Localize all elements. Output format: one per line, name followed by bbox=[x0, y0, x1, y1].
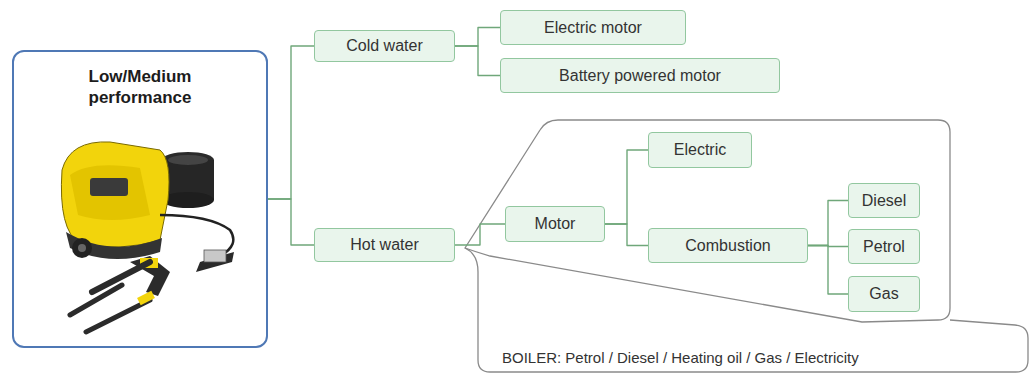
box-label: Battery powered motor bbox=[559, 67, 721, 85]
pressure-washer bbox=[61, 142, 234, 332]
tree-box: Combustion bbox=[648, 228, 808, 263]
tree-box: Battery powered motor bbox=[500, 58, 780, 93]
boiler-group-outline bbox=[465, 248, 1028, 372]
tree-box: Gas bbox=[848, 276, 920, 312]
category-panel: Low/Medium performance bbox=[12, 50, 268, 348]
tree-connector bbox=[455, 28, 500, 47]
tree-connector bbox=[605, 150, 648, 224]
tree-box: Electric motor bbox=[500, 10, 686, 45]
tree-connector bbox=[808, 246, 848, 295]
tree-box: Cold water bbox=[314, 30, 455, 62]
box-label: Diesel bbox=[862, 192, 906, 210]
tree-box: Diesel bbox=[848, 183, 920, 218]
tree-connector bbox=[268, 199, 314, 245]
box-label: Combustion bbox=[685, 237, 770, 255]
panel-heading: Low/Medium performance bbox=[70, 66, 210, 109]
tree-box: Motor bbox=[505, 206, 605, 242]
tree-connector bbox=[268, 46, 314, 199]
tree-connector bbox=[455, 224, 505, 245]
tree-connector bbox=[605, 224, 648, 246]
box-label: Electric bbox=[674, 141, 726, 159]
box-label: Motor bbox=[535, 215, 576, 233]
box-label: Electric motor bbox=[544, 19, 642, 37]
box-label: Hot water bbox=[350, 236, 418, 254]
tree-connector bbox=[455, 46, 500, 76]
motor-group-outline bbox=[465, 120, 950, 322]
tree-box: Hot water bbox=[314, 228, 455, 262]
group-note: BOILER: Petrol / Diesel / Heating oil / … bbox=[502, 349, 859, 366]
box-label: Cold water bbox=[346, 37, 422, 55]
tree-box: Electric bbox=[648, 132, 752, 168]
tree-connector bbox=[808, 201, 848, 246]
tree-box: Petrol bbox=[848, 229, 920, 264]
box-label: Petrol bbox=[863, 238, 905, 256]
box-label: Gas bbox=[869, 285, 898, 303]
